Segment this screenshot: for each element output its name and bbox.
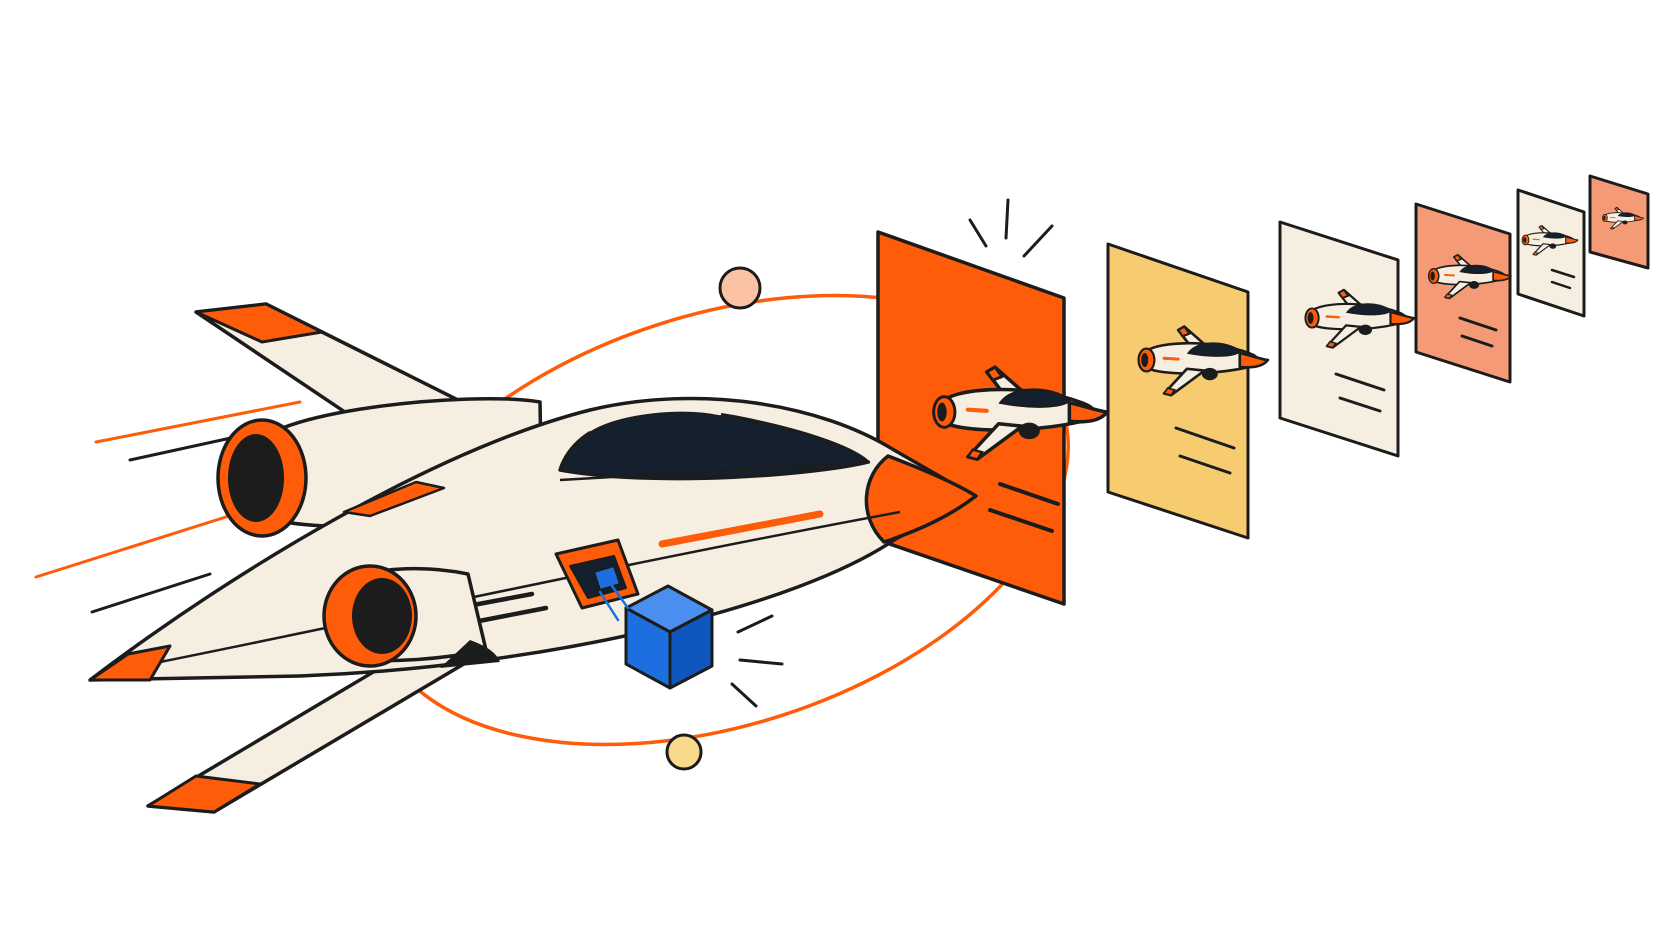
orbit-node-top (718, 266, 762, 310)
screen-card-5 (1516, 188, 1586, 318)
screen-card-6 (1588, 174, 1650, 270)
cube-icon (624, 584, 714, 690)
drop-trail (598, 584, 630, 622)
impact-burst (968, 198, 1054, 258)
screen-card-1 (876, 230, 1107, 606)
orbit-node-bottom (665, 733, 703, 771)
screen-card-3 (1278, 220, 1416, 458)
screen-card-4 (1414, 202, 1513, 384)
screen-card-2 (1106, 242, 1270, 540)
drop-burst (730, 614, 784, 708)
speed-lines (34, 400, 302, 614)
